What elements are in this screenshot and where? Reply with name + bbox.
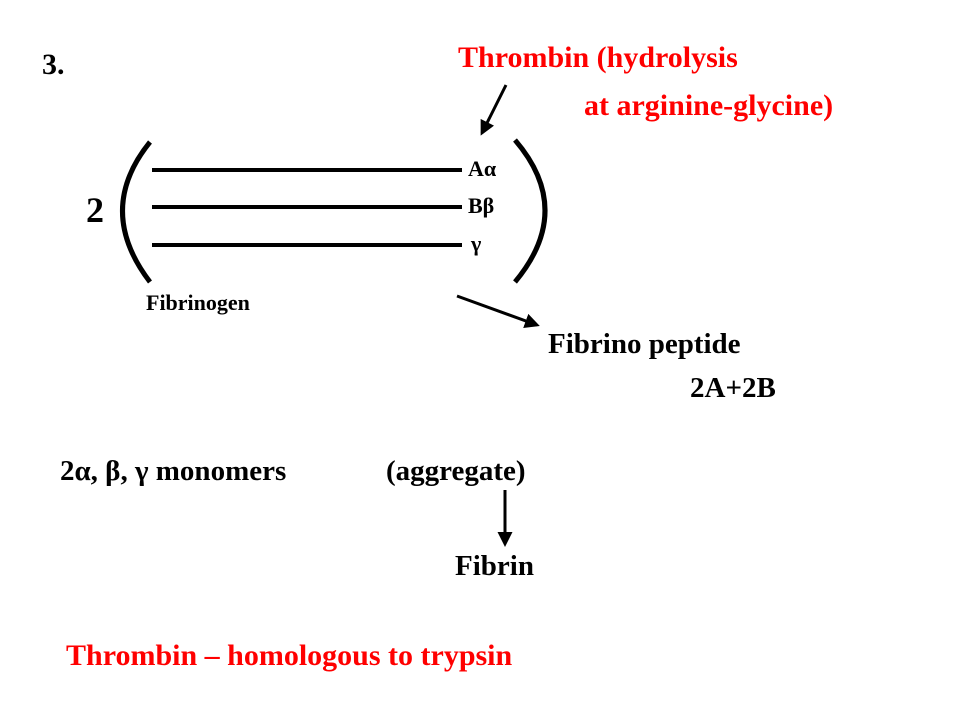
chain-label-a-alpha: Aα [468,156,497,181]
aggregate-label: (aggregate) [386,455,526,487]
thrombin-note-line2: at arginine-glycine) [584,89,834,122]
thrombin-arrow [480,84,508,136]
monomers-label: 2α, β, γ monomers [60,455,287,487]
chain-label-gamma: γ [471,231,482,256]
thrombin-note-line1: Thrombin (hydrolysis [458,41,738,74]
fibrinopeptide-line1: Fibrino peptide [548,328,741,360]
section-number: 3. [42,48,65,81]
right-bracket [513,138,548,284]
chain-label-b-beta: Bβ [468,193,495,218]
fibrin-label: Fibrin [455,550,534,582]
left-bracket [120,140,152,284]
fibrinopeptide-line2: 2A+2B [690,372,776,404]
footer-note: Thrombin – homologous to trypsin [66,639,513,672]
fibrinopeptide-arrow [456,294,540,328]
multiplier: 2 [86,190,104,230]
fibrinogen-label: Fibrinogen [146,290,250,315]
